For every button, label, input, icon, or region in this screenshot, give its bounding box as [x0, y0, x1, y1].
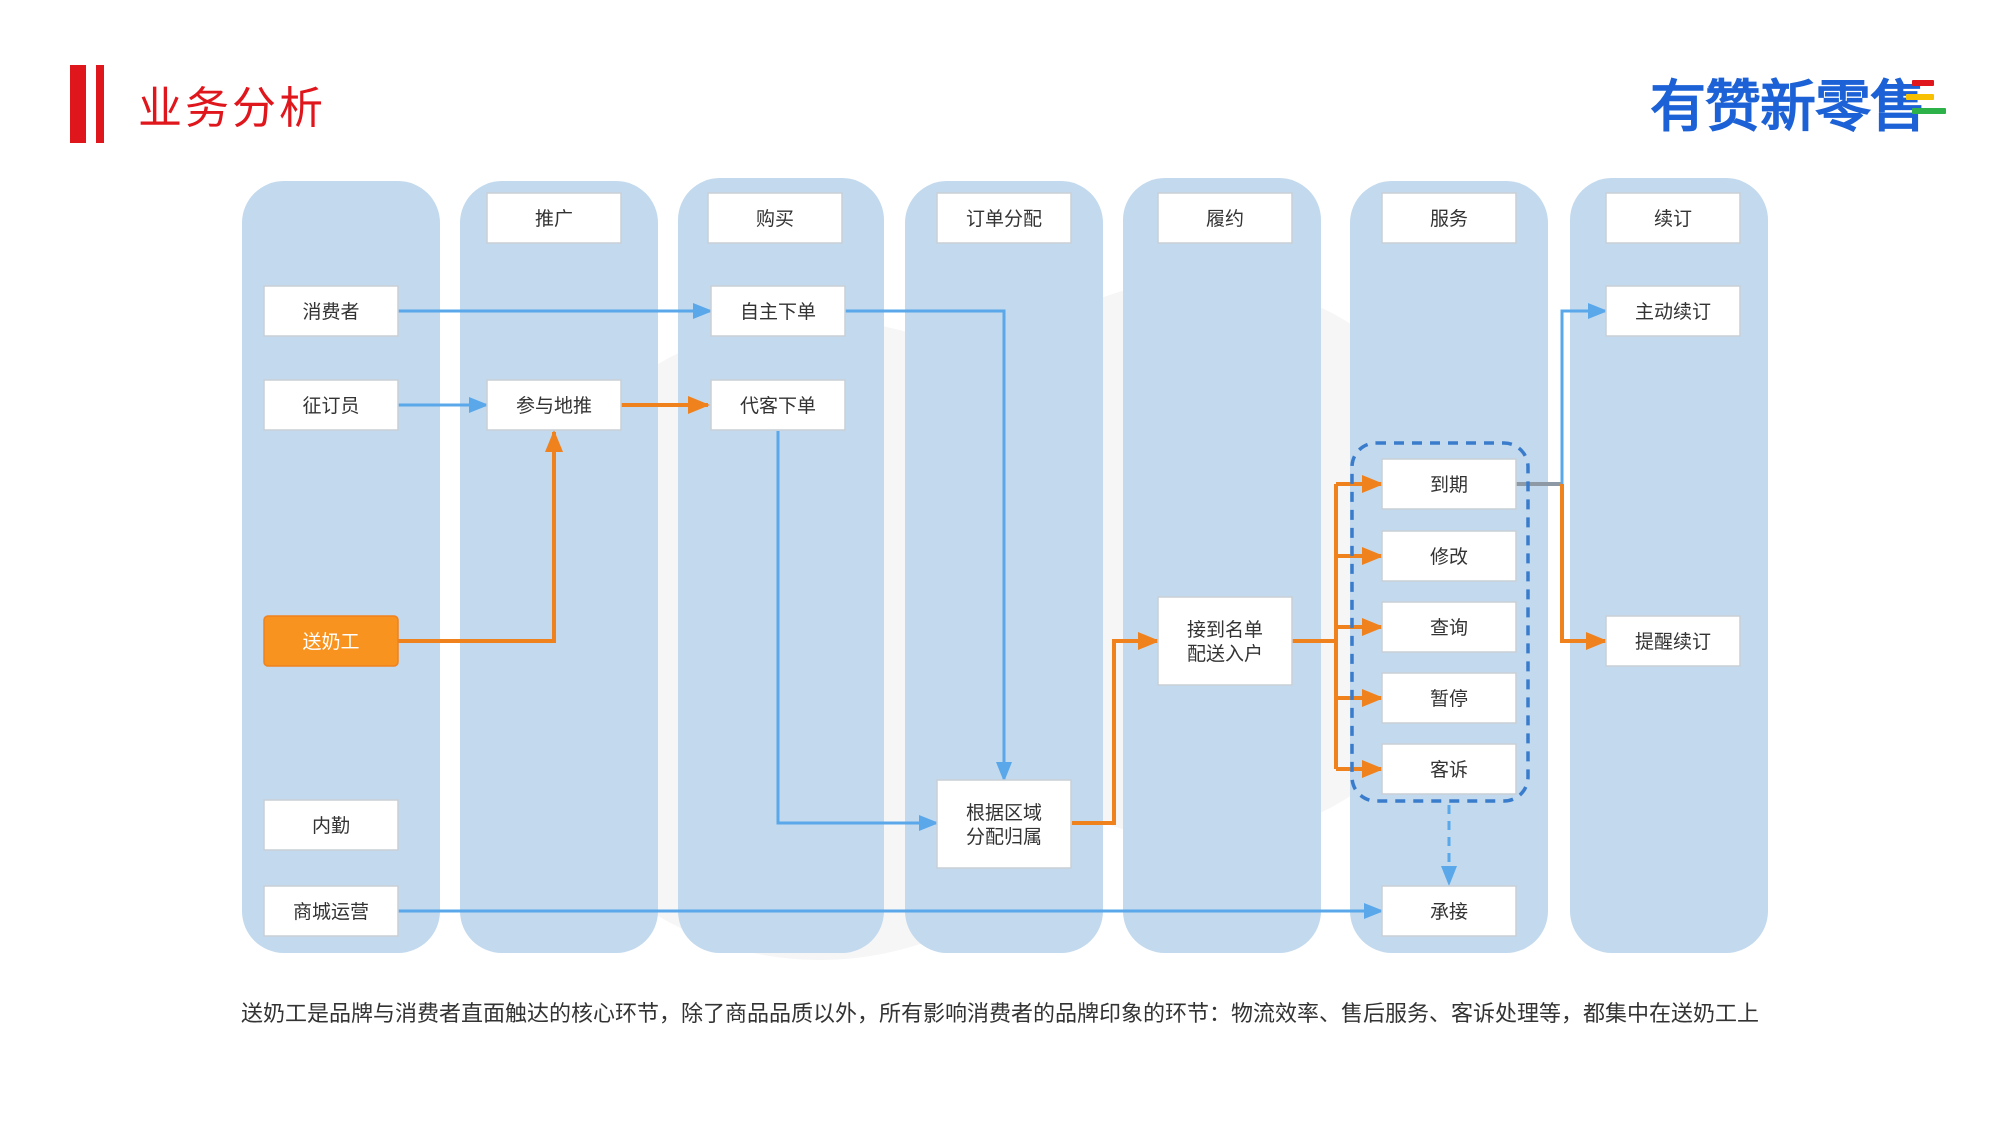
node-mall-ops: 商城运营 — [263, 885, 399, 937]
svg-text:修改: 修改 — [1430, 546, 1468, 568]
svg-text:自主下单: 自主下单 — [740, 301, 816, 323]
lane-header-promotion: 推广 — [535, 208, 573, 230]
node-proxy-order: 代客下单 — [710, 379, 846, 431]
lane-renewal — [1570, 178, 1768, 953]
svg-text:根据区域: 根据区域 — [966, 802, 1042, 824]
arrow-proxy-order-to-assign — [776, 431, 939, 831]
service-group-outline — [1350, 441, 1530, 803]
svg-text:征订员: 征订员 — [302, 395, 359, 417]
diagram-caption: 送奶工是品牌与消费者直面触达的核心环节，除了商品品质以外，所有影响消费者的品牌印… — [240, 1002, 1759, 1027]
brand-logo: 有赞新零售 — [1650, 62, 1950, 140]
node-office: 内勤 — [263, 799, 399, 851]
lane-headers: 推广 购买 订单分配 履约 服务 续订 — [486, 192, 1741, 244]
node-remind-renew: 提醒续订 — [1605, 615, 1741, 667]
node-complaint: 客诉 — [1381, 743, 1517, 795]
node-pause: 暂停 — [1381, 672, 1517, 724]
connectors — [397, 303, 1608, 919]
page-title: 业务分析 — [138, 83, 326, 134]
arrow-self-order-to-assign — [842, 309, 1012, 782]
node-undertake: 承接 — [1381, 885, 1517, 937]
lane-header-service: 服务 — [1430, 208, 1468, 230]
svg-text:查询: 查询 — [1430, 617, 1468, 639]
node-self-order: 自主下单 — [710, 285, 846, 337]
arrow-assign-to-receive — [1072, 632, 1160, 825]
arrow-milkman-to-promo — [397, 430, 563, 643]
logo-bar-green — [1912, 108, 1946, 114]
svg-text:分配归属: 分配归属 — [966, 826, 1042, 848]
node-active-renew: 主动续订 — [1605, 285, 1741, 337]
node-ground-promo: 参与地推 — [486, 379, 622, 431]
svg-text:配送入户: 配送入户 — [1187, 643, 1263, 665]
title-accent-bar-thin — [96, 65, 104, 143]
svg-text:内勤: 内勤 — [312, 815, 350, 837]
svg-text:承接: 承接 — [1430, 901, 1468, 923]
title-accent-bar — [70, 65, 86, 143]
node-assign-region: 根据区域 分配归属 — [936, 779, 1072, 869]
logo-bar-yellow — [1906, 94, 1934, 100]
svg-text:主动续订: 主动续订 — [1635, 301, 1711, 323]
lane-header-fulfillment: 履约 — [1206, 208, 1244, 230]
node-subscriber: 征订员 — [263, 379, 399, 431]
lane-header-renewal: 续订 — [1654, 208, 1692, 230]
lane-promotion — [460, 181, 658, 953]
node-modify: 修改 — [1381, 530, 1517, 582]
svg-text:商城运营: 商城运营 — [293, 901, 369, 923]
node-receive-list: 接到名单 配送入户 — [1157, 596, 1293, 686]
logo-color-bars — [1900, 78, 1950, 118]
svg-text:到期: 到期 — [1430, 474, 1468, 496]
svg-text:提醒续订: 提醒续订 — [1635, 631, 1711, 653]
flow-nodes: 消费者 征订员 送奶工 内勤 商城运营 参与地推 自主下单 — [263, 285, 1741, 937]
node-consumer: 消费者 — [263, 285, 399, 337]
lane-roles — [242, 181, 440, 953]
svg-text:客诉: 客诉 — [1430, 759, 1468, 781]
arrow-expire-to-remind-renew — [1560, 484, 1608, 650]
node-milkman: 送奶工 — [263, 615, 399, 667]
svg-text:消费者: 消费者 — [302, 301, 359, 323]
svg-text:送奶工: 送奶工 — [302, 631, 359, 653]
lane-header-order-allocation: 订单分配 — [966, 208, 1042, 230]
lane-fulfillment — [1123, 178, 1321, 953]
node-query: 查询 — [1381, 601, 1517, 653]
svg-text:代客下单: 代客下单 — [740, 395, 816, 417]
node-expire: 到期 — [1381, 458, 1517, 510]
svg-text:暂停: 暂停 — [1430, 688, 1468, 710]
lane-header-purchase: 购买 — [756, 208, 794, 230]
svg-text:接到名单: 接到名单 — [1187, 619, 1263, 641]
logo-bar-red — [1912, 80, 1934, 86]
svg-text:参与地推: 参与地推 — [516, 395, 592, 417]
lane-purchase — [678, 178, 884, 953]
logo-text: 有赞新零售 — [1650, 75, 1926, 140]
